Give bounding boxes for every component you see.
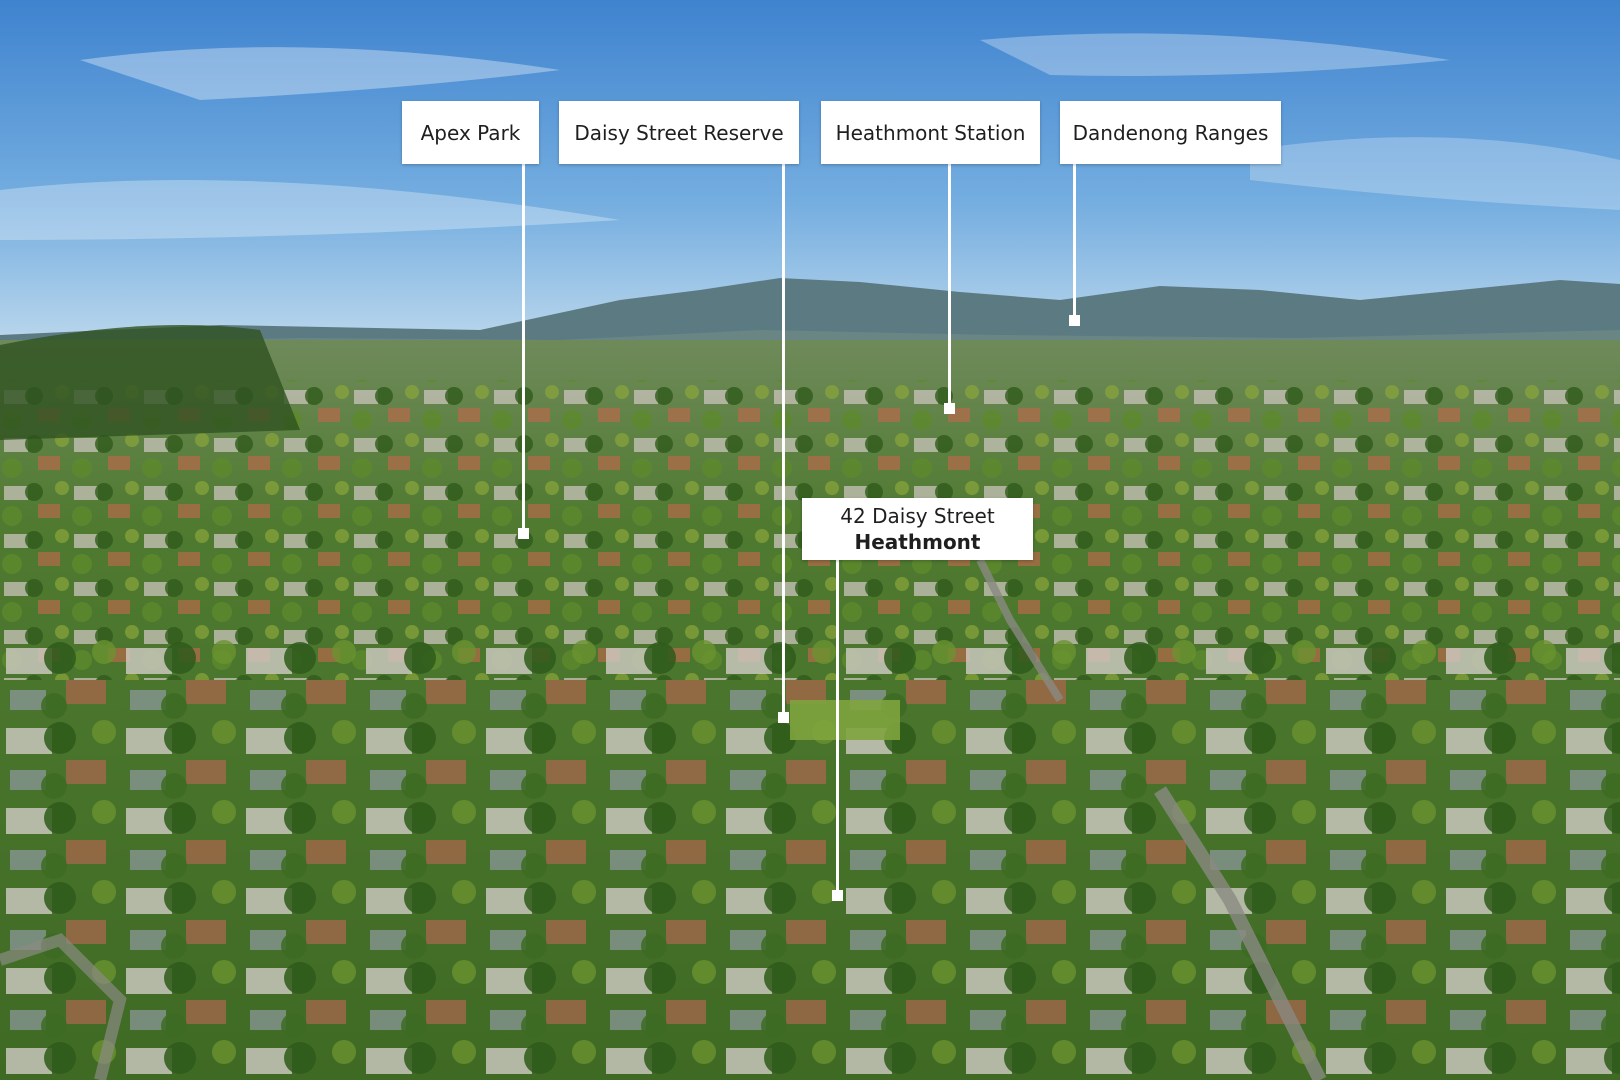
daisy-street-reserve-label: Daisy Street Reserve [574,120,784,145]
heathmont-station-leader-line [948,160,951,408]
property-marker [832,890,843,901]
property-leader-line [836,560,839,896]
apex-park-leader-line [522,160,525,530]
daisy-street-reserve-callout: Daisy Street Reserve [559,101,799,164]
property-address: 42 Daisy Street [840,504,995,528]
apex-park-callout: Apex Park [402,101,539,164]
apex-park-marker [518,528,529,539]
dandenong-ranges-callout: Dandenong Ranges [1060,101,1281,164]
heathmont-station-callout: Heathmont Station [821,101,1040,164]
daisy-street-reserve-marker [778,712,789,723]
dandenong-ranges-marker [1069,315,1080,326]
heathmont-station-label: Heathmont Station [835,120,1026,145]
dandenong-ranges-label: Dandenong Ranges [1072,120,1269,145]
daisy-street-reserve-leader-line [782,160,785,716]
heathmont-station-marker [944,403,955,414]
property-suburb: Heathmont [854,530,981,554]
apex-park-label: Apex Park [420,120,521,145]
dandenong-ranges-leader-line [1073,160,1076,320]
property-callout: 42 Daisy Street Heathmont [802,498,1033,560]
